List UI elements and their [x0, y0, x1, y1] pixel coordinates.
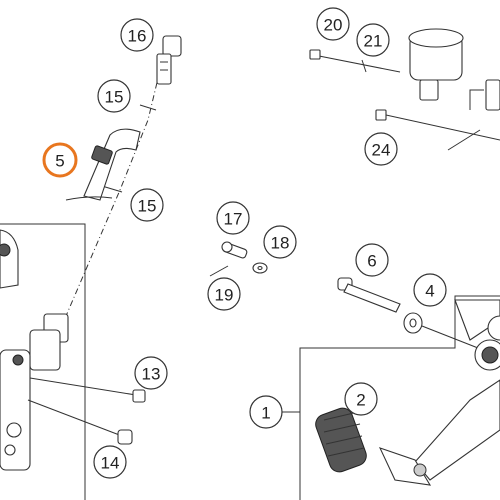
callout-circle — [93, 445, 127, 479]
callout-circle — [42, 142, 78, 178]
callout-1: 1 — [249, 395, 283, 429]
spring-part — [315, 407, 367, 473]
callout-circle — [316, 7, 350, 41]
callout-label: 20 — [324, 16, 343, 35]
callout-6: 6 — [355, 243, 389, 277]
callout-label: 15 — [105, 88, 124, 107]
callout-2: 2 — [344, 382, 378, 416]
callout-label: 6 — [367, 252, 376, 271]
callout-circle — [130, 188, 164, 222]
callout-label: 19 — [215, 286, 234, 305]
callout-24: 24 — [364, 132, 398, 166]
callout-circle — [249, 395, 283, 429]
callout-16: 16 — [120, 18, 154, 52]
callout-21: 21 — [356, 23, 390, 57]
callout-circle — [263, 225, 297, 259]
bolt-part-6 — [337, 277, 401, 313]
callout-label: 16 — [128, 27, 147, 46]
callout-circle — [207, 277, 241, 311]
callout-label: 24 — [372, 141, 391, 160]
callout-circle — [356, 23, 390, 57]
bolt-part-24 — [375, 109, 500, 151]
callout-18: 18 — [263, 225, 297, 259]
callout-label: 1 — [261, 404, 270, 423]
callout-label: 4 — [425, 282, 434, 301]
brake-hose-part — [65, 128, 141, 201]
callout-label: 17 — [224, 210, 243, 229]
callout-label: 5 — [55, 152, 64, 171]
callout-circle — [97, 79, 131, 113]
callout-circle — [413, 273, 447, 307]
reservoir-part — [309, 28, 500, 111]
callout-label: 2 — [356, 391, 365, 410]
brake-pedal-part — [378, 299, 500, 486]
assembly-frame-left — [0, 223, 86, 500]
callout-circle — [120, 18, 154, 52]
callout-15: 15 — [130, 188, 164, 222]
callout-circle — [355, 243, 389, 277]
callout-19: 19 — [207, 277, 241, 311]
clevis-pin-part — [221, 241, 248, 259]
callout-4: 4 — [413, 273, 447, 307]
callout-circle — [364, 132, 398, 166]
callout-17: 17 — [216, 201, 250, 235]
callout-14: 14 — [93, 445, 127, 479]
callout-circle — [344, 382, 378, 416]
washer-part-4 — [403, 312, 479, 349]
master-cylinder-part — [0, 229, 146, 471]
washer-part-18 — [252, 262, 268, 274]
washer-part-upper — [139, 104, 157, 111]
callout-circle — [216, 201, 250, 235]
washer-part-lower — [101, 185, 123, 193]
callout-label: 13 — [142, 365, 161, 384]
callout-15: 15 — [97, 79, 131, 113]
banjo-fitting-part — [156, 35, 182, 85]
callout-label: 18 — [271, 234, 290, 253]
callout-label: 21 — [364, 32, 383, 51]
callout-label: 15 — [138, 197, 157, 216]
callout-label: 14 — [101, 454, 120, 473]
callout-13: 13 — [134, 356, 168, 390]
callout-5: 5 — [42, 142, 78, 178]
callout-20: 20 — [316, 7, 350, 41]
assembly-frame-right — [299, 295, 500, 500]
cotter-pin-part — [209, 265, 229, 277]
callout-circle — [134, 356, 168, 390]
